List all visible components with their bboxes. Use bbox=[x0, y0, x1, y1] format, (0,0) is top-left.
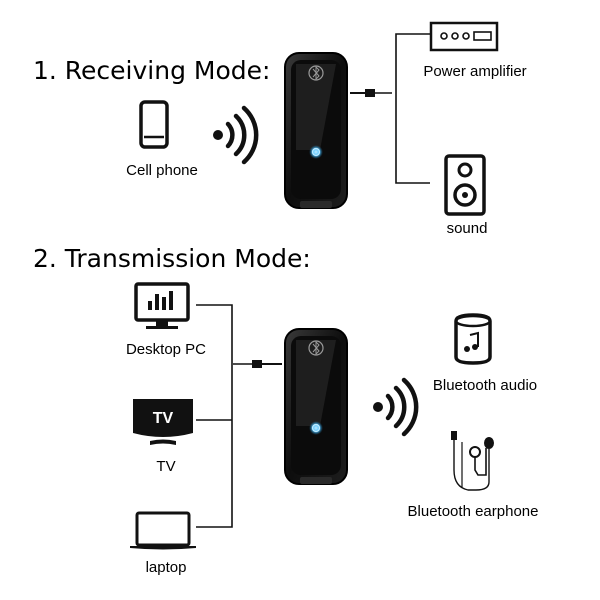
speaker-icon bbox=[444, 154, 486, 216]
power-amplifier-label: Power amplifier bbox=[423, 63, 527, 80]
aux-cable bbox=[233, 360, 282, 368]
tv-icon bbox=[133, 399, 193, 445]
sound-label: sound bbox=[446, 220, 488, 237]
tv-screen-text: TV bbox=[153, 410, 174, 427]
desktop-pc-label: Desktop PC bbox=[125, 341, 207, 358]
bluetooth-adapter-device bbox=[284, 328, 348, 485]
earphone-icon bbox=[451, 431, 494, 491]
cell-phone-icon bbox=[139, 100, 169, 149]
transmission-mode-heading: 2. Transmission Mode: bbox=[33, 244, 311, 273]
connection-line bbox=[196, 304, 233, 528]
laptop-icon bbox=[130, 511, 196, 550]
wireless-signal-icon bbox=[213, 105, 259, 165]
connection-line bbox=[395, 33, 430, 184]
laptop-label: laptop bbox=[145, 559, 187, 576]
bluetooth-adapter-device bbox=[284, 52, 348, 209]
bluetooth-audio-label: Bluetooth audio bbox=[432, 377, 538, 394]
power-amplifier-icon bbox=[429, 21, 499, 52]
bluetooth-speaker-icon bbox=[454, 313, 492, 365]
tv-label: TV bbox=[156, 458, 176, 475]
cell-phone-label: Cell phone bbox=[126, 162, 198, 179]
wireless-signal-icon bbox=[373, 377, 419, 437]
bluetooth-earphone-label: Bluetooth earphone bbox=[407, 503, 539, 520]
desktop-pc-icon bbox=[134, 282, 190, 329]
aux-cable bbox=[350, 89, 392, 97]
receiving-mode-heading: 1. Receiving Mode: bbox=[33, 56, 271, 85]
